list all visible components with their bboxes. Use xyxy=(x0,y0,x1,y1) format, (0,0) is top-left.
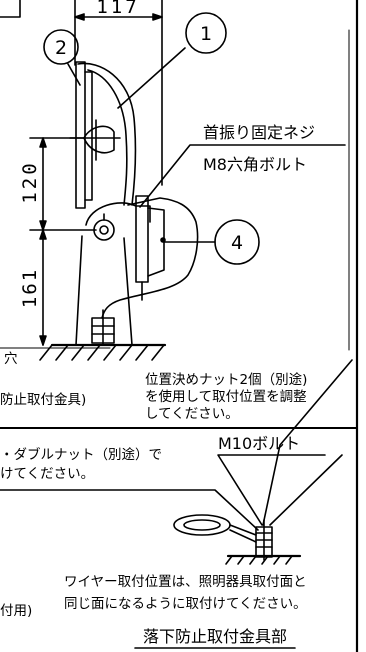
left-fitting-label: 防止取付金具) xyxy=(0,392,86,408)
callout-circles xyxy=(43,12,260,265)
callout-circle-4 xyxy=(214,219,260,265)
dimension-120-text: 120 xyxy=(19,160,41,203)
callout-1-text: 1 xyxy=(200,23,212,45)
double-nut-line1: ・ダブルナット（別途）で xyxy=(0,446,162,463)
wire-note-line1: ワイヤー取付位置は、照明器具取付面と xyxy=(64,574,307,590)
callout-4-text: 4 xyxy=(231,232,243,254)
m10-bolt-detail xyxy=(173,514,302,565)
dimension-117-text: 117 xyxy=(96,0,139,18)
swivel-screw-label: 首振り固定ネジ xyxy=(203,123,315,142)
wire-note-line2: 同じ面になるように取付けてください。 xyxy=(64,596,307,612)
callout-circle-1 xyxy=(185,12,227,54)
position-note-line2: を使用して取付位置を調整 xyxy=(145,388,307,405)
dimension-117 xyxy=(74,0,163,186)
ground-hatching xyxy=(39,343,167,361)
drawing-title: 落下防止取付金具部 xyxy=(143,627,287,646)
dimension-161-text: 161 xyxy=(19,268,41,308)
m10-bolt-label: M10ボルト xyxy=(218,434,300,453)
callout-2-text: 2 xyxy=(55,37,67,59)
double-nut-line2: けてください。 xyxy=(0,466,94,482)
dimension-vertical xyxy=(29,137,97,346)
leader-lines xyxy=(0,47,353,531)
position-note-line3: してください。 xyxy=(145,406,239,422)
left-hole-label: 穴 xyxy=(4,351,18,367)
left-use-label: 付用) xyxy=(0,603,32,619)
swivel-bracket xyxy=(85,195,199,319)
mounting-pole xyxy=(75,235,133,346)
position-note-line1: 位置決めナット2個（別途) xyxy=(145,371,307,388)
callout-circle-2 xyxy=(43,29,79,65)
hex-bolt-label: M8六角ボルト xyxy=(203,155,307,174)
